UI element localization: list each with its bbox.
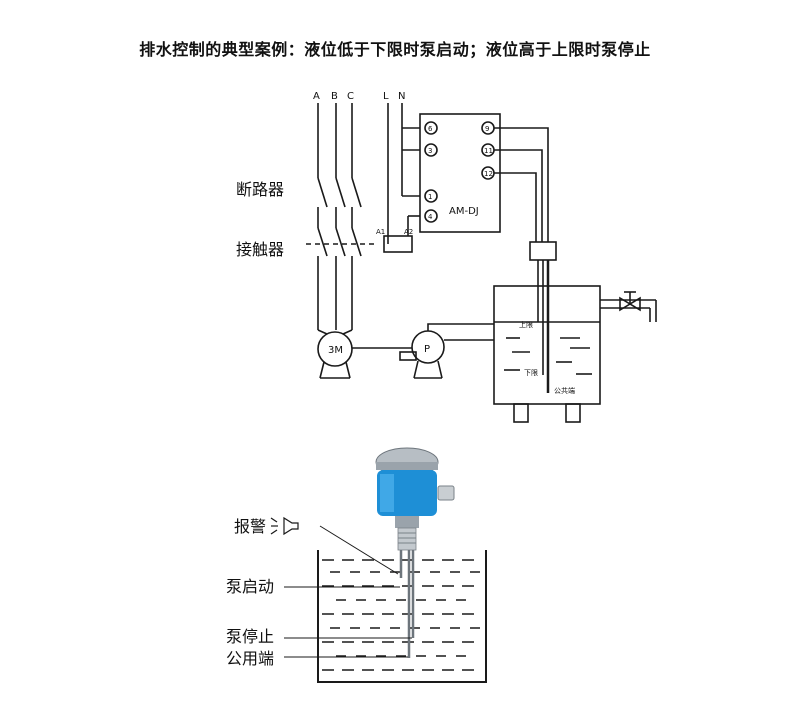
alarm-label: 报警 (234, 517, 266, 536)
power-lines (387, 103, 420, 244)
outlet-pipe (600, 291, 657, 322)
coil-terminal-a1: A1 (376, 228, 385, 236)
terminal-11: 11 (484, 147, 493, 155)
phase-b-label: B (331, 91, 338, 102)
controller-label: AM-DJ (449, 206, 479, 217)
motor-label: 3M (328, 345, 343, 356)
phase-a-label: A (313, 91, 320, 102)
phase-c-label: C (347, 91, 354, 102)
probe-rods (537, 260, 550, 393)
sensor-diagram: 报警 泵启动 泵停止 公用端 (226, 447, 487, 683)
coil-terminal-a2: A2 (404, 228, 413, 236)
common-label: 公用端 (226, 649, 274, 668)
probe-wires (494, 127, 549, 242)
level-sensor (375, 447, 455, 658)
page-title: 排水控制的典型案例：液位低于下限时泵启动；液位高于上限时泵停止 (139, 40, 651, 59)
phase-lines (306, 103, 378, 330)
leader-lines (284, 525, 412, 658)
motor (317, 329, 412, 379)
terminal-12: 12 (484, 170, 493, 178)
wiring-labels: A B C L N 断路器 接触器 A1 A2 AM-DJ 3M P 6 3 1… (236, 91, 575, 395)
contactor-label: 接触器 (236, 240, 284, 259)
probe-connector (529, 241, 557, 261)
contactor-coil (383, 235, 413, 253)
breaker-label: 断路器 (236, 180, 284, 199)
tank (493, 285, 601, 423)
terminal-9: 9 (485, 125, 489, 133)
terminal-1: 1 (428, 193, 432, 201)
sensor-labels: 报警 泵启动 泵停止 公用端 (226, 517, 274, 668)
pump-start-label: 泵启动 (226, 577, 274, 596)
power-n-label: N (398, 91, 405, 102)
alarm-horn-icon (270, 516, 299, 536)
tank-lower-label: 下限 (524, 368, 538, 377)
wiring-diagram (306, 103, 657, 423)
pump-stop-label: 泵停止 (226, 627, 274, 646)
terminal-4: 4 (428, 213, 433, 221)
pump (399, 323, 494, 379)
tank-upper-label: 上限 (519, 320, 533, 329)
power-l-label: L (383, 91, 389, 102)
pump-label: P (424, 344, 430, 355)
terminal-6: 6 (428, 125, 433, 133)
terminal-3: 3 (428, 147, 432, 155)
container (317, 550, 487, 683)
tank-common-label: 公共端 (554, 386, 575, 395)
